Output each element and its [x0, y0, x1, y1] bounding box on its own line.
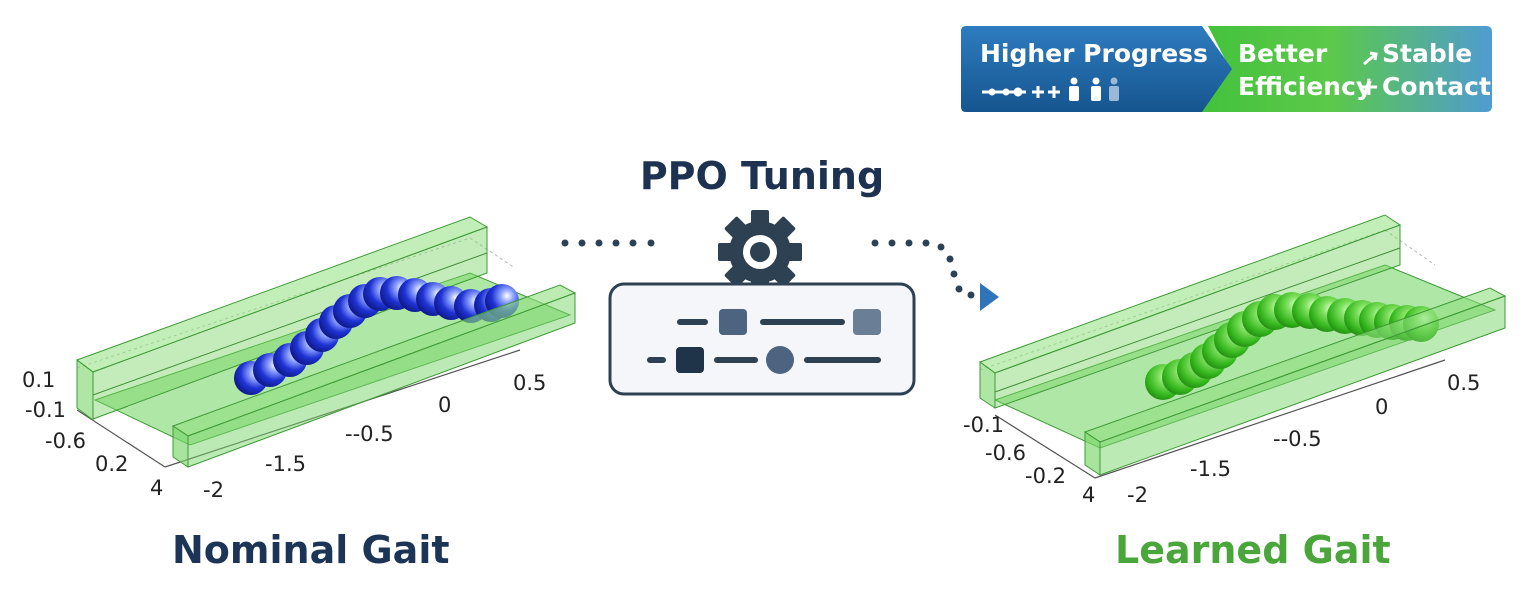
- progress-pictogram-icon: [982, 77, 1119, 101]
- banner-green-segment: [1200, 26, 1492, 112]
- banner-right-text-2a: Efficiency: [1238, 72, 1372, 101]
- tick-label: 0.2: [95, 452, 128, 476]
- tick-label: -2: [203, 478, 224, 502]
- tick-label: -0.1: [25, 398, 66, 422]
- banner-right-text-1a: Better: [1238, 39, 1328, 68]
- arrow-up-icon: [1363, 51, 1378, 66]
- banner-left-text: Higher Progress: [980, 39, 1208, 68]
- dotted-connector-right: [871, 239, 975, 299]
- track-back-wall: [92, 226, 488, 420]
- arrow-right-icon: [980, 283, 999, 311]
- ppo-tuning-graphic: [561, 210, 999, 396]
- tick-label: 0: [438, 393, 451, 417]
- tick-label: -2: [1127, 483, 1148, 507]
- sliders-panel: [608, 282, 916, 396]
- sliders-icon: [647, 309, 881, 374]
- tick-label: --0.5: [345, 422, 394, 446]
- snake-robot: [1145, 292, 1439, 400]
- tick-label: 0: [1375, 395, 1388, 419]
- tick-label: 0.5: [1447, 371, 1480, 395]
- plot-axes: [994, 359, 1446, 479]
- banner-right-text-1b: Stable: [1382, 39, 1472, 68]
- tick-label: -1.5: [265, 452, 306, 476]
- center-title: PPO Tuning: [639, 154, 885, 198]
- tick-label: 4: [150, 476, 163, 500]
- tick-label: 0.5: [513, 371, 546, 395]
- track-back-wall: [994, 224, 1401, 409]
- tick-label: -0.2: [1025, 464, 1066, 488]
- tick-label: -1.5: [1190, 457, 1231, 481]
- nominal-gait-label: Nominal Gait: [172, 528, 450, 572]
- tick-label: -0.6: [45, 429, 86, 453]
- learned-gait-label: Learned Gait: [1115, 528, 1391, 572]
- tick-label: -0.1: [963, 413, 1004, 437]
- dotted-connector-left: [561, 239, 655, 247]
- plus-icon: +: [1358, 72, 1380, 102]
- tick-label: 0.1: [22, 368, 55, 392]
- tick-label: 4: [1082, 483, 1095, 507]
- banner-blue-segment: [961, 26, 1232, 112]
- learned-gait-plot: -0.1 -0.6 -0.2 4 -2 -1.5 --0.5 0 0.5: [963, 214, 1507, 507]
- nominal-gait-plot: 0.1 -0.1 -0.6 0.2 4 -2 -1.5 --0.5 0 0.5: [22, 216, 577, 502]
- tick-label: -0.6: [985, 441, 1026, 465]
- tick-label: --0.5: [1273, 427, 1322, 451]
- metrics-banner: Higher Progress Better Stable Efficiency…: [961, 26, 1492, 112]
- banner-right-text-2b: Contact: [1382, 72, 1491, 101]
- gear-icon: [718, 210, 802, 294]
